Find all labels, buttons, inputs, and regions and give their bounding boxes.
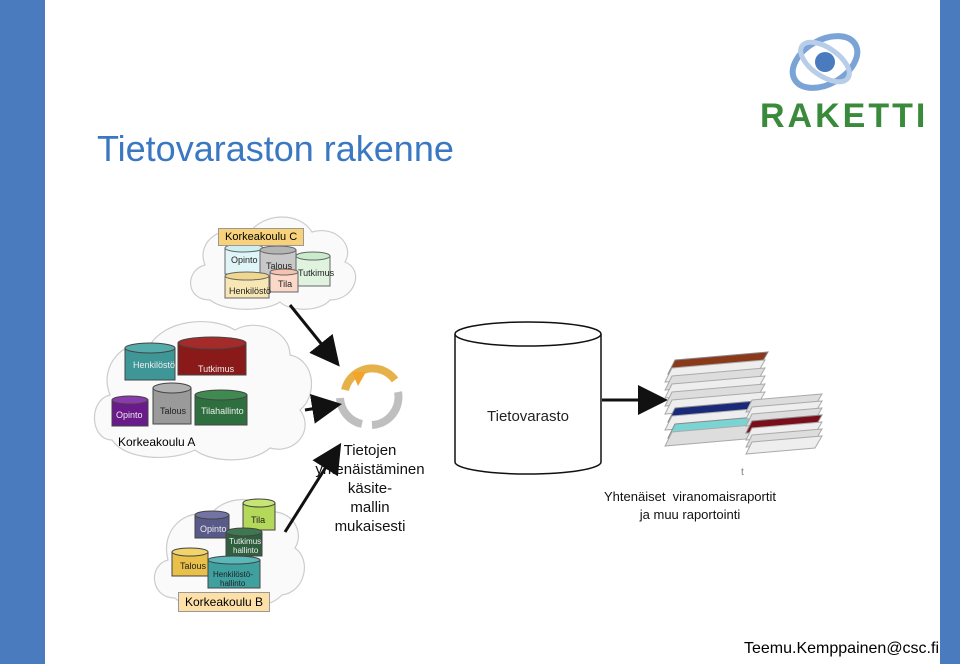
warehouse-cylinder <box>454 321 602 475</box>
a-tilahallinto-label: Tilahallinto <box>201 406 244 416</box>
label-korkeakoulu-a: Korkeakoulu A <box>118 435 196 449</box>
a-henkilosto-label: Henkilöstö <box>133 360 176 370</box>
cylinder-a-talous <box>152 382 192 425</box>
process-line-5: mukaisesti <box>334 518 406 535</box>
a-talous-label: Talous <box>160 406 187 416</box>
process-line-1: Tietojen <box>343 442 397 459</box>
process-line-4: mallin <box>350 499 390 516</box>
b-opinto-label: Opinto <box>200 524 227 534</box>
left-accent-bar <box>0 0 45 664</box>
process-description: Tietojen yhtenäistäminen käsite- mallin … <box>305 441 435 536</box>
cylinder-b-tutkimushallinto <box>225 527 263 557</box>
author-email: Teemu.Kemppainen@csc.fi <box>744 640 939 657</box>
process-line-3: käsite- <box>347 480 393 497</box>
reports-description: Yhtenäiset viranomaisraportit ja muu rap… <box>590 488 790 524</box>
c-opinto-label: Opinto <box>231 255 258 265</box>
c-tila-label: Tila <box>278 279 293 289</box>
a-opinto-label: Opinto <box>116 410 143 420</box>
c-talous-label: Talous <box>266 261 293 271</box>
arrow-c-to-process <box>288 304 340 367</box>
b-tila-label: Tila <box>251 515 266 525</box>
arrow-a-to-process <box>304 394 342 424</box>
reports-line-2: ja muu raportointi <box>639 507 741 522</box>
recycle-icon <box>336 364 403 429</box>
label-korkeakoulu-b: Korkeakoulu B <box>178 592 271 612</box>
c-tutkimus-label: Tutkimus <box>298 268 335 278</box>
cylinder-a-tutkimus <box>177 336 247 376</box>
label-korkeakoulu-c: Korkeakoulu C <box>218 228 305 246</box>
page-title: Tietovaraston rakenne <box>97 128 454 169</box>
b-talous-label: Talous <box>180 561 207 571</box>
logo-text: RAKETTI <box>760 97 929 135</box>
cylinder-a-tilahallinto <box>194 389 248 426</box>
cylinder-a-opinto <box>111 395 149 427</box>
arrow-b-to-process <box>283 442 342 533</box>
cylinder-a-henkilosto <box>124 342 176 381</box>
reports-small-label: t <box>741 467 744 478</box>
b-tutkimushallinto-label-1: Tutkimus <box>229 537 262 546</box>
raketti-logo-icon <box>789 33 861 91</box>
cylinder-c-tila <box>269 268 299 293</box>
reports-line-1: Yhtenäiset viranomaisraportit <box>604 489 776 504</box>
cylinder-b-henkilostohallinto <box>207 555 261 589</box>
report-stack-right <box>745 393 823 455</box>
a-tutkimus-label: Tutkimus <box>198 364 235 374</box>
process-line-2: yhtenäistäminen <box>315 461 425 478</box>
warehouse-label: Tietovarasto <box>487 408 569 425</box>
b-tutkimushallinto-label-2: hallinto <box>233 546 259 555</box>
cylinder-b-talous <box>171 547 209 577</box>
b-henkilostohallinto-label-2: hallinto <box>220 579 246 588</box>
cylinder-c-opinto <box>224 243 264 275</box>
cylinder-c-henkilosto <box>224 271 270 299</box>
c-henkilosto-label: Henkilöstö <box>229 286 272 296</box>
right-accent-bar <box>940 0 960 664</box>
b-henkilostohallinto-label-1: Henkilöstö- <box>213 570 254 579</box>
cylinder-b-opinto <box>194 510 230 539</box>
